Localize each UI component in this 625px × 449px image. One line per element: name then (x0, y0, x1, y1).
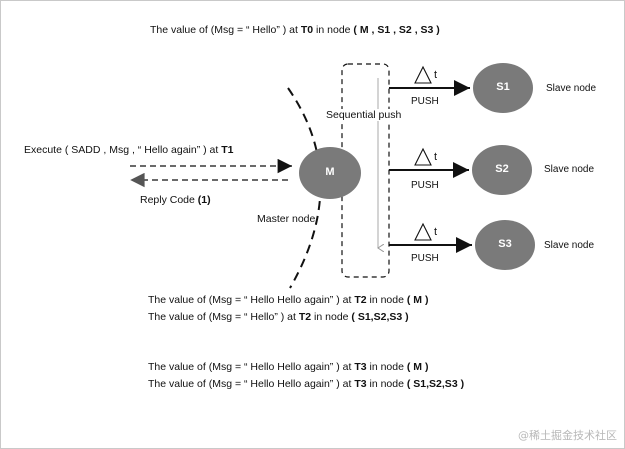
reply-value: (1) (197, 194, 211, 206)
push-label-s2: PUSH (411, 180, 439, 191)
push-label-s1: PUSH (411, 96, 439, 107)
t0-time: T0 (300, 24, 314, 36)
t3-line1-nodes: ( M ) (406, 361, 429, 373)
t3-line2-time: T3 (354, 378, 367, 390)
push-label-s3: PUSH (411, 253, 439, 264)
delta-triangle-s3 (414, 222, 432, 241)
t3-line1-prefix: The value of (Msg = “ Hello Hello again”… (148, 361, 352, 373)
t3-value-line-master: The value of (Msg = “ Hello Hello again”… (148, 361, 428, 373)
execute-command-text: Execute ( SADD , Msg , “ Hello again” ) … (24, 144, 234, 156)
slave-node-s1-label: S1 (496, 81, 510, 93)
t3-line2-nodes: ( S1,S2,S3 ) (406, 378, 465, 390)
t3-line1-mid: in node (369, 361, 404, 373)
t3-line2-mid: in node (369, 378, 404, 390)
master-node-circle (299, 147, 361, 199)
master-boundary-curve (287, 87, 322, 289)
t2-line1-prefix: The value of (Msg = “ Hello Hello again”… (148, 294, 352, 306)
slave-node-s2-label: S2 (495, 163, 509, 175)
t2-line2-prefix: The value of (Msg = “ Hello” ) at (148, 311, 296, 323)
sequential-push-label: Sequential push (325, 109, 403, 121)
slave-node-s3-label: S3 (498, 238, 512, 250)
t2-line1-mid: in node (369, 294, 404, 306)
delta-triangle-s1 (414, 65, 432, 84)
delta-t-label-s3: t (434, 226, 438, 238)
execute-time: T1 (221, 144, 234, 156)
t2-line1-nodes: ( M ) (406, 294, 429, 306)
delta-triangle-s2 (414, 147, 432, 166)
t2-line1-time: T2 (354, 294, 367, 306)
t2-value-line-master: The value of (Msg = “ Hello Hello again”… (148, 294, 428, 306)
t0-mid: in node (316, 24, 351, 36)
watermark-text: @稀土掘金技术社区 (518, 429, 617, 442)
t3-line1-time: T3 (354, 361, 367, 373)
slave-role-s3: Slave node (544, 240, 595, 251)
slave-node-s1-circle (473, 63, 533, 113)
slave-node-s3-circle (475, 220, 535, 270)
t2-value-line-slaves: The value of (Msg = “ Hello” ) at T2 in … (148, 311, 409, 323)
t3-value-line-slaves: The value of (Msg = “ Hello Hello again”… (148, 378, 464, 390)
reply-prefix: Reply Code (140, 194, 195, 206)
reply-code-text: Reply Code (1) (140, 194, 211, 206)
master-node-label: M (325, 166, 335, 178)
slave-role-s1: Slave node (546, 83, 597, 94)
slave-role-s2: Slave node (544, 164, 595, 175)
t2-line2-time: T2 (298, 311, 312, 323)
delta-t-label-s2: t (434, 151, 438, 163)
t2-line2-nodes: ( S1,S2,S3 ) (351, 311, 409, 323)
t0-nodes: ( M , S1 , S2 , S3 ) (353, 24, 440, 36)
t0-value-line: The value of (Msg = “ Hello” ) at T0 in … (150, 24, 440, 36)
t3-line2-prefix: The value of (Msg = “ Hello Hello again”… (148, 378, 352, 390)
execute-prefix: Execute ( SADD , Msg , “ Hello again” ) … (24, 144, 219, 156)
master-node-caption: Master node (257, 213, 316, 225)
delta-t-label-s1: t (434, 69, 438, 81)
t0-prefix: The value of (Msg = “ Hello” ) at (150, 24, 298, 36)
slave-node-s2-circle (472, 145, 532, 195)
t2-line2-mid: in node (314, 311, 349, 323)
